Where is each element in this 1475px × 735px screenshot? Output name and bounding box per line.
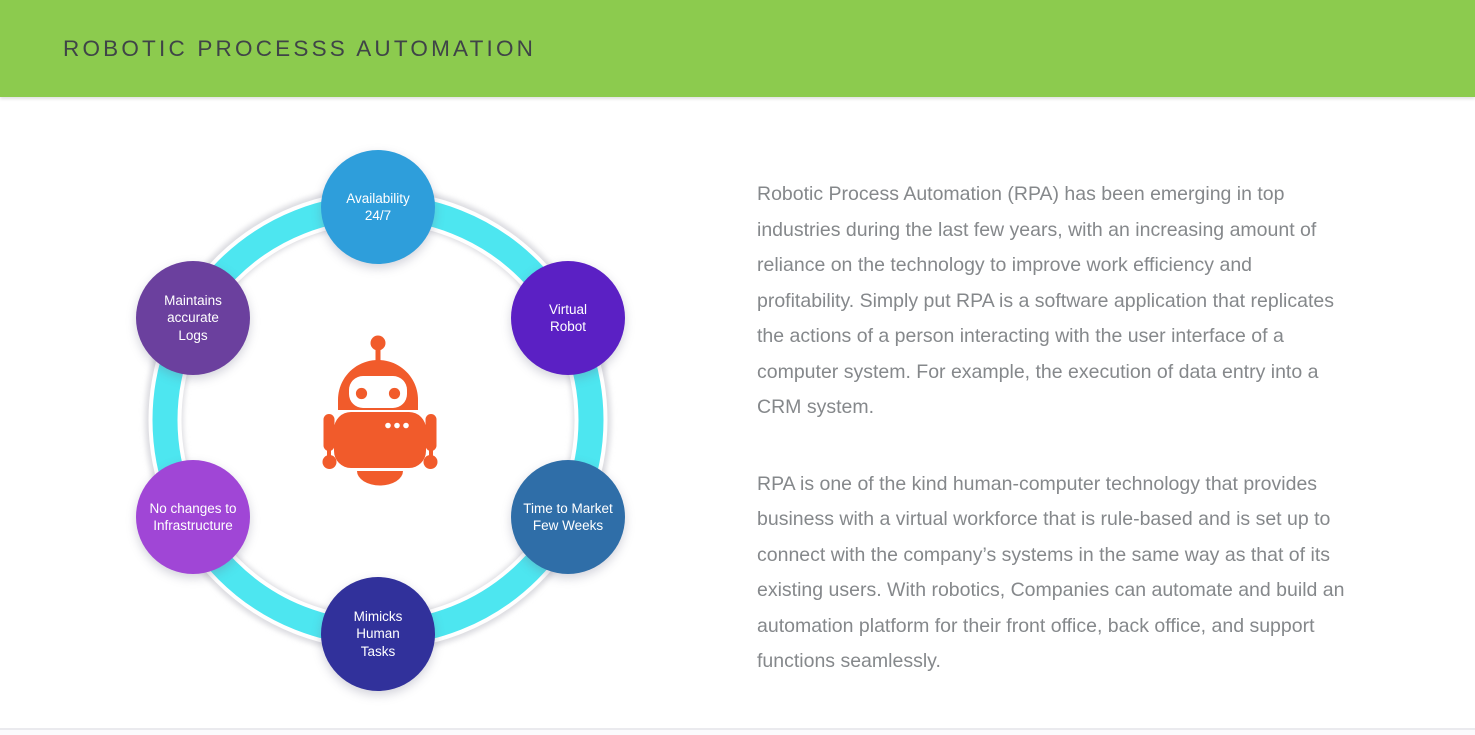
robot-body [334, 412, 426, 468]
robot-body-dot [385, 422, 391, 429]
bottom-divider [0, 728, 1475, 730]
rpa-description: Robotic Process Automation (RPA) has bee… [757, 177, 1447, 680]
robot-eye-left [355, 387, 368, 400]
robot-body-dot [403, 422, 409, 429]
robot-icon [322, 335, 438, 486]
robot-eye-right [388, 387, 401, 400]
robot-arm-right [425, 414, 437, 451]
page-header: ROBOTIC PROCESSS AUTOMATION [0, 0, 1475, 97]
robot-antenna-stem [375, 348, 381, 362]
diagram-node-label: Virtual Robot [548, 301, 588, 335]
robot-arm-left [323, 414, 335, 451]
diagram-node-label: Maintains accurate Logs [164, 292, 222, 343]
robot-hand-left [322, 455, 337, 469]
robot-wrist-left [327, 448, 331, 460]
diagram-node-mimicks-human-tasks: Mimicks Human Tasks [321, 577, 435, 691]
diagram-node-label: Availability 24/7 [346, 190, 410, 224]
rpa-paragraph-1: Robotic Process Automation (RPA) has bee… [757, 183, 1334, 418]
page-title: ROBOTIC PROCESSS AUTOMATION [63, 35, 537, 61]
diagram-node-virtual-robot: Virtual Robot [511, 261, 625, 375]
rpa-paragraph-2: RPA is one of the kind human-computer te… [757, 472, 1345, 673]
diagram-node-no-changes-infrastructure: No changes to Infrastructure [136, 460, 250, 574]
diagram-node-maintains-accurate-logs: Maintains accurate Logs [136, 261, 250, 375]
robot-hand-right [423, 455, 438, 469]
robot-antenna-ball [370, 335, 386, 351]
diagram-node-label: Time to Market Few Weeks [523, 500, 613, 534]
rpa-circle-diagram: Availability 24/7 Virtual Robot Time to … [136, 150, 625, 691]
robot-base [357, 471, 404, 486]
bottom-strip [0, 730, 1475, 735]
robot-face [349, 376, 407, 408]
diagram-node-label: No changes to Infrastructure [149, 500, 237, 534]
diagram-node-label: Mimicks Human Tasks [353, 608, 403, 659]
robot-body-dot [394, 422, 400, 429]
robot-wrist-right [429, 448, 433, 460]
diagram-node-availability: Availability 24/7 [321, 150, 435, 264]
diagram-node-time-to-market: Time to Market Few Weeks [511, 460, 625, 574]
